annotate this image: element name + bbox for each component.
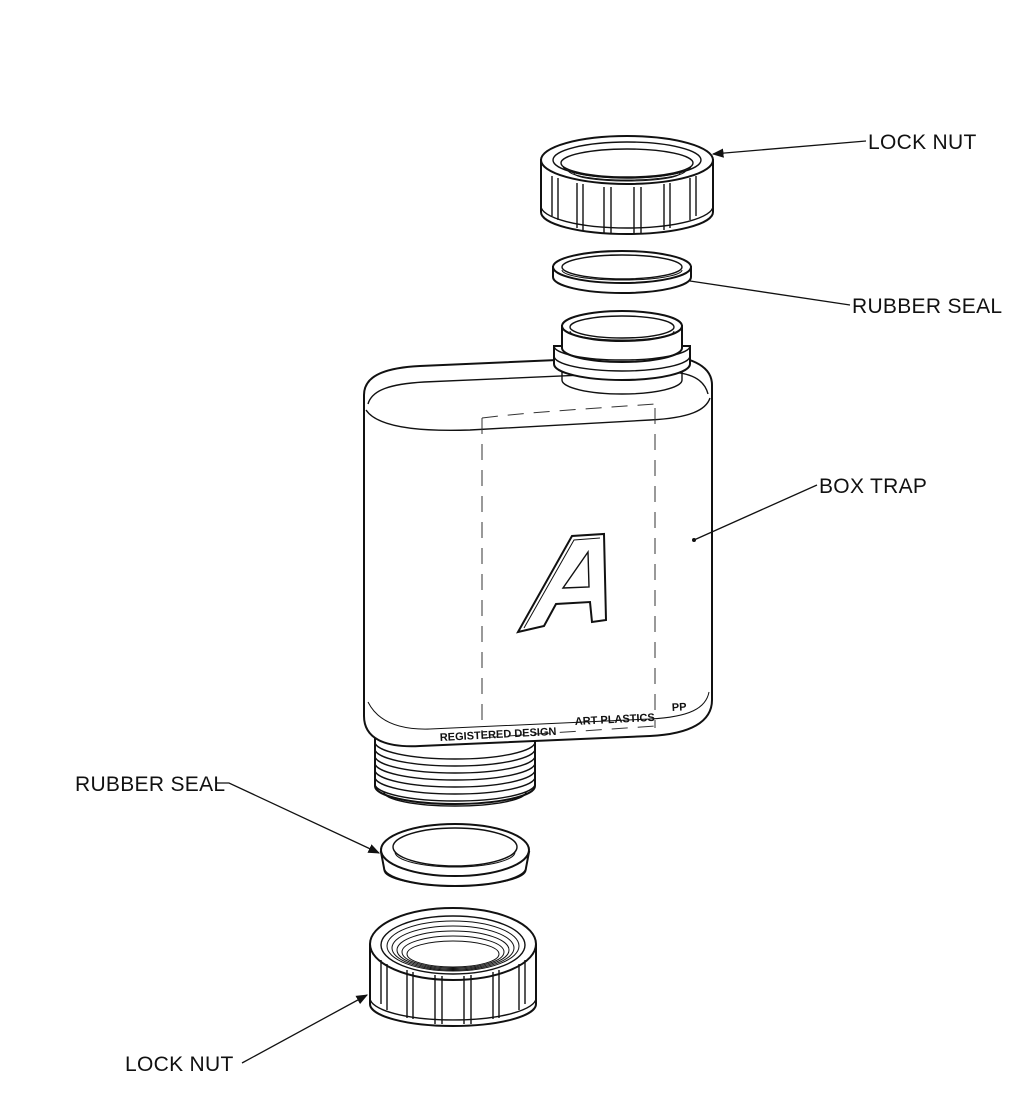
leader-lock-nut-top <box>711 140 867 158</box>
label-lock-nut-top: LOCK NUT <box>868 131 977 154</box>
leader-lock-nut-bottom <box>241 994 369 1064</box>
brand-logo-a <box>516 532 608 634</box>
material-code-text: PP <box>672 701 687 714</box>
label-box-trap: BOX TRAP <box>819 475 927 498</box>
label-lock-nut-bottom: LOCK NUT <box>125 1053 234 1076</box>
rubber-seal-top <box>552 250 692 294</box>
leader-rubber-seal-top <box>689 280 851 306</box>
label-rubber-seal-top: RUBBER SEAL <box>852 295 1002 318</box>
box-trap: REGISTERED DESIGN ART PLASTICS PP <box>363 310 713 807</box>
brand-emboss-text: ART PLASTICS <box>575 712 656 728</box>
lock-nut-bottom <box>369 907 537 1027</box>
lock-nut-top <box>540 135 714 235</box>
leader-box-trap <box>693 484 818 541</box>
bottom-thread <box>374 729 536 807</box>
leader-rubber-seal-bottom <box>216 782 381 854</box>
top-neck <box>553 310 691 395</box>
label-rubber-seal-bottom: RUBBER SEAL <box>75 773 225 796</box>
rubber-seal-bottom <box>379 823 531 887</box>
